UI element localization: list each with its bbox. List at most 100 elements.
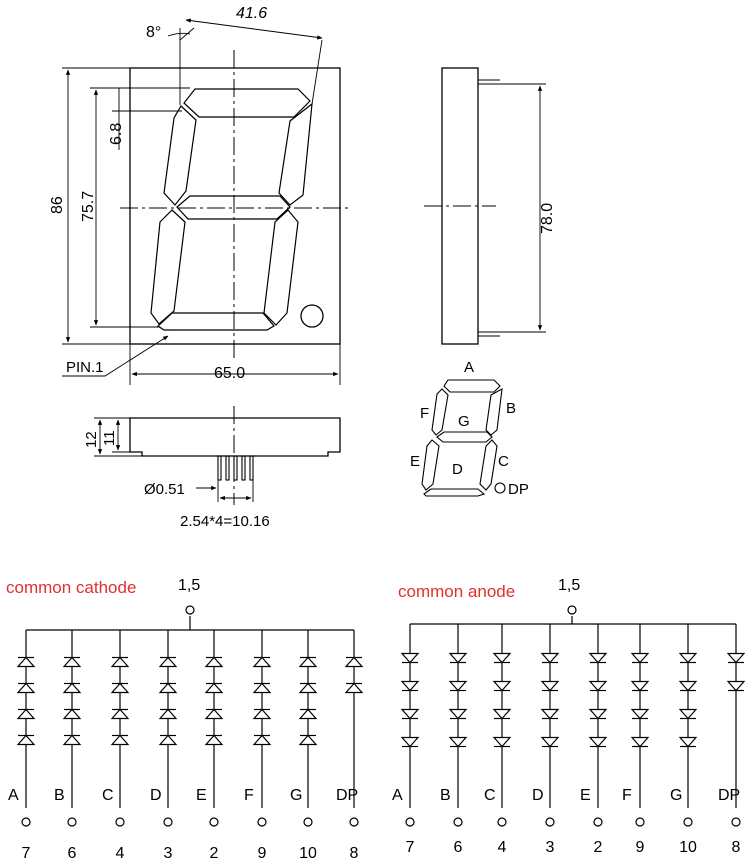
diode — [400, 736, 420, 748]
diode — [252, 734, 272, 746]
pin-terminal — [731, 817, 741, 827]
diode — [62, 734, 82, 746]
pin-number: 4 — [116, 845, 125, 862]
diode — [588, 680, 608, 692]
key-label-b: B — [506, 400, 516, 417]
anode-common-pin: 1,5 — [558, 577, 580, 594]
dim-pin-diameter: Ø0.51 — [144, 481, 185, 498]
diode-string-g — [298, 630, 318, 827]
pin-number: 8 — [732, 839, 741, 856]
diode — [110, 682, 130, 694]
segment-label: E — [196, 787, 207, 804]
key-label-dp: DP — [508, 481, 529, 498]
pin-number: 6 — [68, 845, 77, 862]
segment-g — [176, 195, 291, 220]
diode-string-dp — [726, 624, 746, 827]
segment-label: A — [392, 787, 403, 804]
diode — [344, 682, 364, 694]
diode — [110, 734, 130, 746]
diode — [630, 736, 650, 748]
dim-depth-body: 11 — [101, 430, 118, 446]
segment-key — [421, 379, 506, 497]
dim-digit-height: 75.7 — [80, 191, 97, 222]
diode-string-g — [678, 624, 698, 827]
diode — [678, 736, 698, 748]
diode — [588, 736, 608, 748]
diode — [252, 656, 272, 668]
segment-a — [183, 88, 311, 118]
pin1-label: PIN.1 — [66, 359, 104, 376]
pin-number: 2 — [210, 845, 219, 862]
diode-string-e — [588, 624, 608, 827]
diode — [62, 656, 82, 668]
diode — [540, 708, 560, 720]
pin-terminal — [635, 817, 645, 827]
dim-pin-pitch: 2.54*4=10.16 — [180, 513, 270, 530]
pin-terminal — [405, 817, 415, 827]
diode — [204, 656, 224, 668]
pin-terminal — [593, 817, 603, 827]
pin-number: 3 — [546, 839, 555, 856]
dim-total-height: 86 — [49, 196, 66, 214]
diode-string-a — [400, 624, 420, 827]
pin-number: 2 — [594, 839, 603, 856]
diode — [158, 656, 178, 668]
dim-depth-total: 12 — [83, 431, 100, 448]
diode — [400, 680, 420, 692]
diode — [298, 708, 318, 720]
anode-circuit — [400, 605, 746, 827]
diode — [204, 708, 224, 720]
segment-label: G — [290, 787, 302, 804]
segment-label: C — [484, 787, 496, 804]
pin-number: 6 — [454, 839, 463, 856]
diode — [110, 708, 130, 720]
dim-side-height: 78.0 — [539, 203, 556, 234]
diode — [400, 652, 420, 664]
dim-segment-width: 6.8 — [108, 123, 125, 145]
diode — [16, 734, 36, 746]
diode — [678, 708, 698, 720]
segment-label: DP — [718, 787, 740, 804]
segment-label: F — [622, 787, 632, 804]
key-label-d: D — [452, 461, 463, 478]
digit-segments — [150, 88, 313, 331]
diode — [540, 652, 560, 664]
diode-string-d — [158, 630, 178, 827]
segment-label: F — [244, 787, 254, 804]
cathode-circuit — [16, 605, 364, 827]
pin-terminal — [21, 817, 31, 827]
diode — [62, 682, 82, 694]
pin-terminal — [453, 817, 463, 827]
dim-angle: 8° — [146, 24, 161, 41]
pin-number: 3 — [164, 845, 173, 862]
pin-terminal — [683, 817, 693, 827]
diode — [588, 708, 608, 720]
diode-string-c — [492, 624, 512, 827]
diode — [630, 680, 650, 692]
dim-width: 65.0 — [214, 365, 245, 382]
diode — [448, 708, 468, 720]
diode — [16, 708, 36, 720]
segment-label: B — [54, 787, 65, 804]
diode — [492, 708, 512, 720]
cathode-common-pin: 1,5 — [178, 577, 200, 594]
segment-b — [278, 102, 313, 206]
pin-number: 7 — [406, 839, 415, 856]
diode — [110, 656, 130, 668]
common-terminal — [185, 605, 195, 615]
pin-terminal — [497, 817, 507, 827]
diode — [678, 652, 698, 664]
pin-number: 10 — [679, 839, 697, 856]
pin-number: 9 — [636, 839, 645, 856]
diode — [158, 708, 178, 720]
pin-terminal — [67, 817, 77, 827]
pin-number: 8 — [350, 845, 359, 862]
key-label-e: E — [410, 453, 420, 470]
key-label-g: G — [458, 413, 470, 430]
diode — [204, 734, 224, 746]
pin-terminal — [163, 817, 173, 827]
segment-label: G — [670, 787, 682, 804]
